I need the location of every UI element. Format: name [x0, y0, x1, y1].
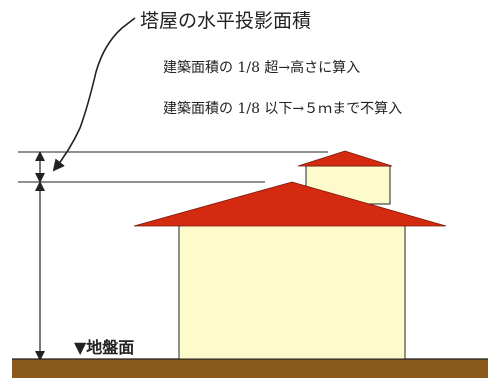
- leader-arrow: [52, 17, 136, 172]
- building-wall: [178, 221, 406, 360]
- building-roof: [133, 181, 447, 227]
- penthouse-area-title: 塔屋の水平投影面積: [140, 10, 312, 32]
- ground-level-label: ▼地盤面: [74, 338, 135, 357]
- penthouse-roof: [297, 150, 393, 167]
- note-over-one-eighth: 建築面積の 1/8 超→高さに算入: [163, 60, 361, 76]
- ground: [12, 359, 488, 378]
- note-under-one-eighth: 建築面積の 1/8 以下→５ｍまで不算入: [163, 101, 403, 117]
